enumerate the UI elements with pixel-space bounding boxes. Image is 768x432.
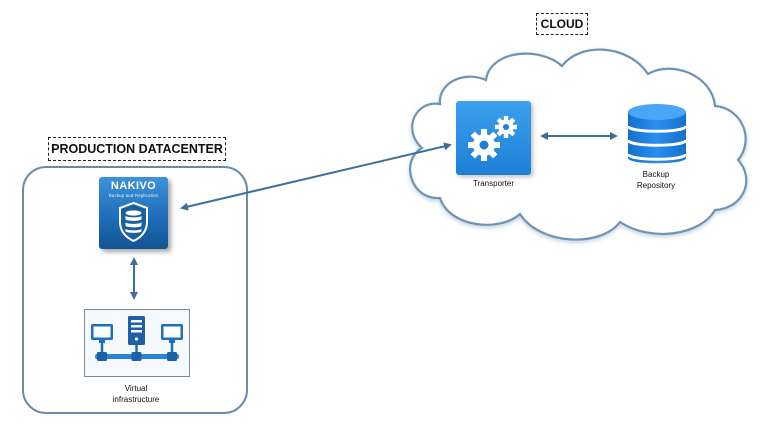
backup-repository-caption-line1: Backup: [642, 170, 670, 179]
nakivo-logo-text: NAKIVO: [110, 180, 157, 192]
virtual-infrastructure-box[interactable]: [84, 309, 190, 377]
backup-repository-caption: Backup Repository: [616, 169, 696, 191]
cloud-label: CLOUD: [536, 13, 588, 35]
backup-repository-caption-line2: Repository: [636, 181, 676, 190]
network-servers-icon: [91, 316, 183, 361]
nakivo-backup-replication-tile[interactable]: NAKIVO Backup and Replication: [99, 177, 168, 249]
production-datacenter-label: PRODUCTION DATACENTER: [48, 137, 226, 161]
database-shield-icon: [119, 202, 148, 242]
virtual-infrastructure-caption: Virtual infrastructure: [86, 383, 186, 405]
gears-icon: [468, 116, 517, 161]
transporter-caption: Transporter: [472, 179, 515, 188]
arrow-nakivo-transporter: [180, 142, 452, 211]
virtual-infrastructure-caption-line1: Virtual: [124, 384, 148, 393]
virtual-infrastructure-caption-line2: infrastructure: [112, 395, 160, 404]
transporter-tile[interactable]: [456, 101, 531, 175]
database-icon[interactable]: [626, 102, 688, 168]
nakivo-subtitle: Backup and Replication: [108, 193, 159, 198]
